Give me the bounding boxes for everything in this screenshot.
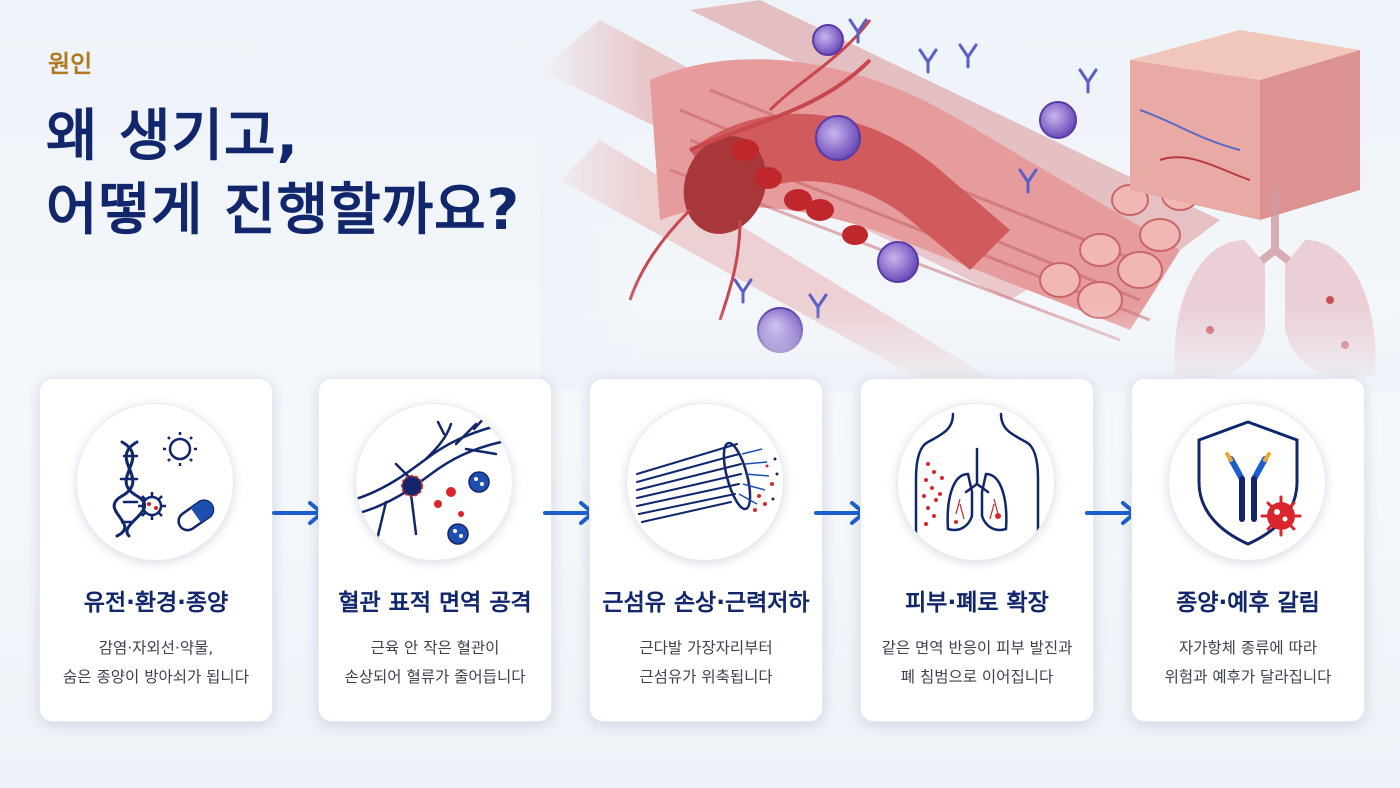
step-description-line: 같은 면역 반응이 피부 발진과 [881,639,1073,657]
muscle-vessel-illustration [540,0,1400,390]
step-description-line: 자가항체 종류에 따라 [1178,639,1318,657]
step-title: 피부·폐로 확장 [905,590,1049,616]
page-title-line2: 어떻게 진행할까요? [46,178,521,243]
step-title: 종양·예후 갈림 [1176,590,1320,616]
step-description: 근육 안 작은 혈관이 손상되어 혈류가 줄어듭니다 [319,634,551,692]
blood-vessel-immune-attack-icon [355,403,513,561]
step-description: 감염·자외선·약물, 숨은 종양이 방아쇠가 됩니다 [40,634,272,692]
step-description: 자가항체 종류에 따라 위험과 예후가 달라집니다 [1132,634,1364,692]
page-title-line1: 왜 생기고, [46,104,299,169]
step-card-genetic-environment: 유전·환경·종양 감염·자외선·약물, 숨은 종양이 방아쇠가 됩니다 [39,378,273,722]
skin-lung-icon [897,403,1055,561]
step-description: 근다발 가장자리부터 근섬유가 위축됩니다 [590,634,822,692]
section-eyebrow: 원인 [48,50,93,78]
step-description: 같은 면역 반응이 피부 발진과 폐 침범으로 이어집니다 [861,634,1093,692]
muscle-fiber-damage-icon [626,403,784,561]
step-card-tumor-prognosis: 종양·예후 갈림 자가항체 종류에 따라 위험과 예후가 달라집니다 [1131,378,1365,722]
page-title: 왜 생기고, 어떻게 진행할까요? [46,100,520,248]
step-description-line: 근육 안 작은 혈관이 [370,639,500,657]
step-description-line: 손상되어 혈류가 줄어듭니다 [344,668,526,686]
step-description-line: 근섬유가 위축됩니다 [639,668,773,686]
step-title: 유전·환경·종양 [83,590,229,616]
step-title: 혈관 표적 면역 공격 [338,590,532,616]
step-description-line: 위험과 예후가 달라집니다 [1164,668,1332,686]
shield-antibody-icon [1168,403,1326,561]
step-description-line: 감염·자외선·약물, [98,639,214,657]
step-card-vascular-attack: 혈관 표적 면역 공격 근육 안 작은 혈관이 손상되어 혈류가 줄어듭니다 [318,378,552,722]
step-description-line: 숨은 종양이 방아쇠가 됩니다 [63,668,249,686]
step-description-line: 근다발 가장자리부터 [639,639,773,657]
step-card-muscle-fiber-damage: 근섬유 손상·근력저하 근다발 가장자리부터 근섬유가 위축됩니다 [589,378,823,722]
step-description-line: 폐 침범으로 이어집니다 [900,668,1054,686]
step-title: 근섬유 손상·근력저하 [602,590,810,616]
dna-sun-virus-pill-icon [76,403,234,561]
step-card-skin-lung-spread: 피부·폐로 확장 같은 면역 반응이 피부 발진과 폐 침범으로 이어집니다 [860,378,1094,722]
